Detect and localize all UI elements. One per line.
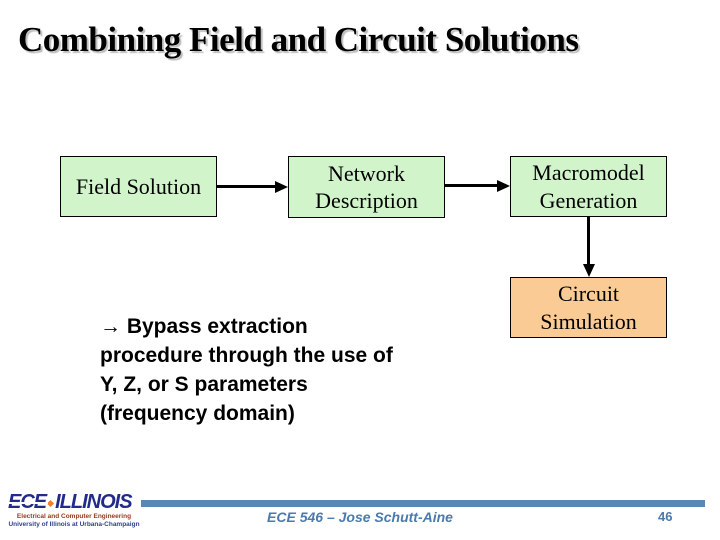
box-label-circuit-simulation: Circuit Simulation: [540, 281, 637, 334]
logo-slit-decoration: [8, 502, 48, 504]
arrow-line-network-to-macro: [445, 184, 499, 187]
diagram-box-network-description: Network Description: [288, 156, 445, 218]
arrow-line-macro-to-circuit: [587, 217, 590, 267]
bullet-line-3: Y, Z, or S parameters: [100, 373, 308, 396]
bullet-line-4: (frequency domain): [100, 402, 295, 425]
diagram-box-field-solution: Field Solution: [60, 156, 217, 217]
arrow-head-network-to-macro-icon: [497, 179, 510, 192]
box-label-field-solution: Field Solution: [75, 173, 202, 199]
logo-illinois-text: ILLINOIS: [55, 491, 132, 513]
arrow-line-field-to-network: [217, 185, 277, 188]
page-number: 46: [658, 509, 673, 524]
bullet-line-1: → Bypass extraction: [100, 315, 308, 338]
logo-subtitle-university: University of Illinois at Urbana-Champai…: [8, 521, 140, 528]
footer-course-label: ECE 546 – Jose Schutt-Aine: [267, 509, 453, 525]
box-label-network-description: Network Description: [315, 160, 418, 214]
arrow-head-field-to-network-icon: [275, 180, 288, 193]
arrow-head-macro-to-circuit-icon: [582, 264, 595, 277]
footer-divider-bar: [141, 500, 705, 507]
bullet-text: → Bypass extraction procedure through th…: [100, 312, 460, 428]
orange-diamond-icon: [47, 499, 55, 508]
diagram-box-macromodel-generation: Macromodel Generation: [510, 156, 667, 217]
box-label-macromodel-generation: Macromodel Generation: [532, 160, 645, 213]
slide-title: Combining Field and Circuit Solutions: [18, 20, 579, 59]
diagram-box-circuit-simulation: Circuit Simulation: [510, 277, 667, 338]
logo-subtitle-department: Electrical and Computer Engineering: [16, 513, 132, 520]
bullet-line-2: procedure through the use of: [100, 344, 393, 367]
